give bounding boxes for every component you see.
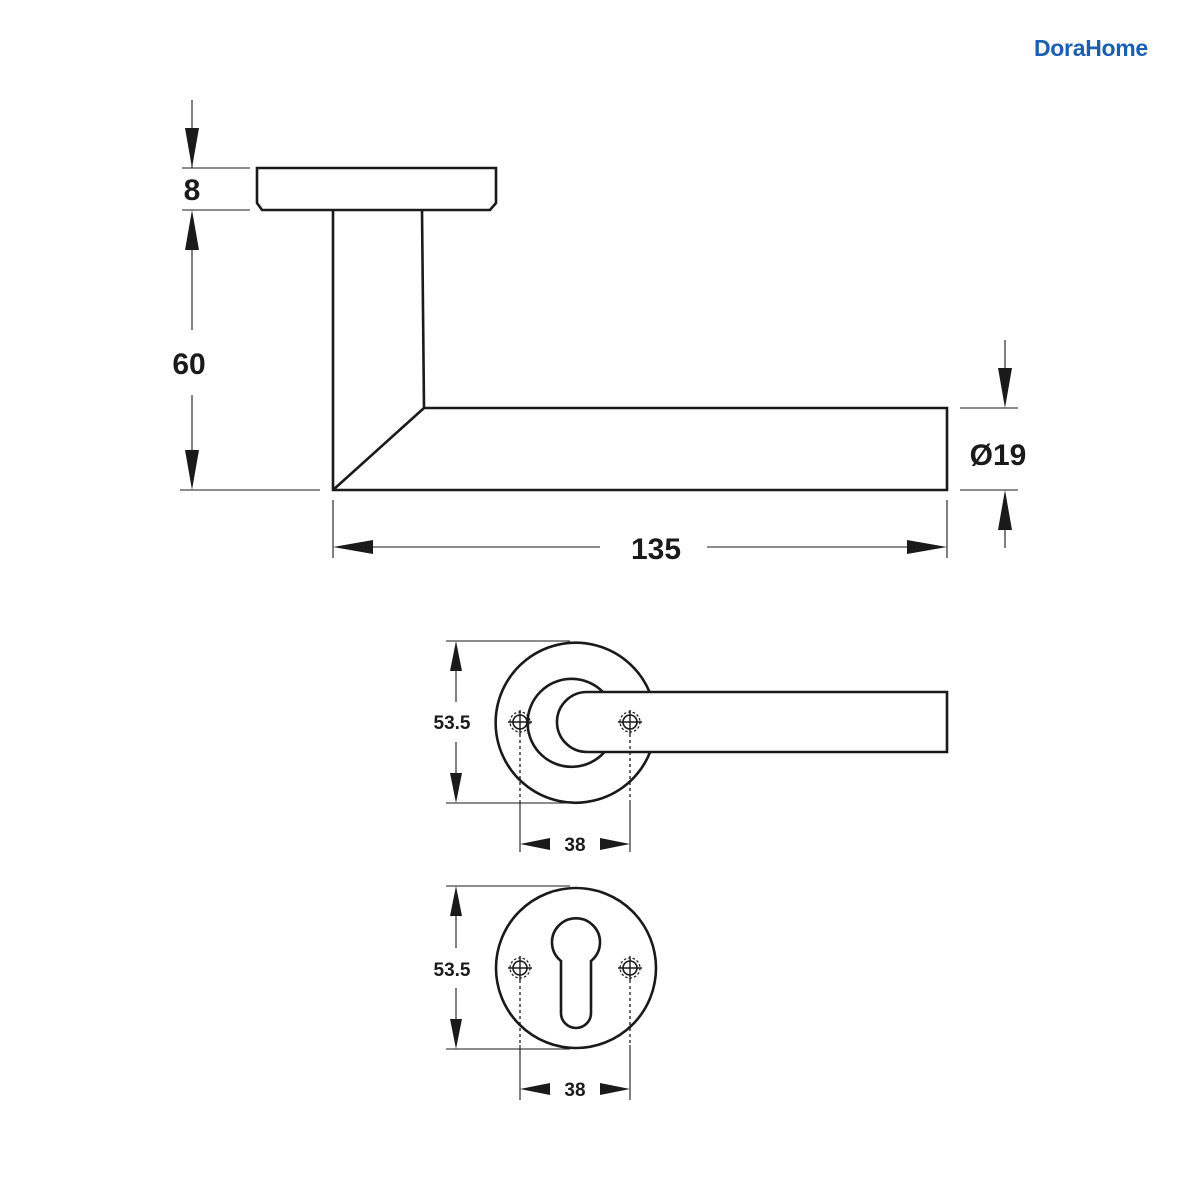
dim-rose-thickness: 8 bbox=[184, 174, 201, 207]
escutcheon-outline bbox=[494, 886, 658, 1050]
side-view: 8 60 Ø19 135 bbox=[172, 100, 1026, 566]
arrow-head bbox=[450, 641, 462, 671]
arrow-head bbox=[450, 1019, 462, 1049]
lever-body-outline bbox=[331, 209, 949, 492]
front-view-lever: 53.5 38 bbox=[434, 640, 949, 856]
arrow-head bbox=[185, 450, 199, 490]
arrow-head bbox=[520, 1083, 550, 1095]
arrow-head bbox=[185, 210, 199, 250]
front-view-escutcheon: 53.5 38 bbox=[434, 885, 658, 1101]
arrow-head bbox=[333, 540, 373, 554]
keyhole-cutout bbox=[550, 917, 602, 1030]
screw-hole-icon bbox=[617, 709, 643, 735]
miter-line bbox=[332, 407, 425, 491]
lever-bar-outline bbox=[555, 690, 949, 754]
arrow-head bbox=[907, 540, 947, 554]
dim-projection: 60 bbox=[172, 348, 205, 381]
arrow-head bbox=[998, 490, 1012, 530]
dim-lever-length: 135 bbox=[631, 533, 681, 566]
dim-rose-diameter: 53.5 bbox=[434, 713, 471, 734]
screw-hole-icon bbox=[617, 955, 643, 981]
arrow-head bbox=[998, 368, 1012, 408]
dim-escutcheon-screw-spacing: 38 bbox=[564, 1080, 585, 1101]
screw-hole-icon bbox=[507, 955, 533, 981]
dim-screw-spacing: 38 bbox=[564, 835, 585, 856]
dim-escutcheon-diameter: 53.5 bbox=[434, 960, 471, 981]
arrow-head bbox=[520, 838, 550, 850]
arrow-head bbox=[600, 1083, 630, 1095]
arrow-head bbox=[185, 128, 199, 168]
rose-plate-outline bbox=[255, 166, 498, 212]
arrow-head bbox=[450, 773, 462, 803]
dim-lever-diameter: Ø19 bbox=[970, 439, 1027, 472]
brand-logo: DoraHome bbox=[1034, 35, 1148, 61]
arrow-head bbox=[600, 838, 630, 850]
arrow-head bbox=[450, 886, 462, 916]
